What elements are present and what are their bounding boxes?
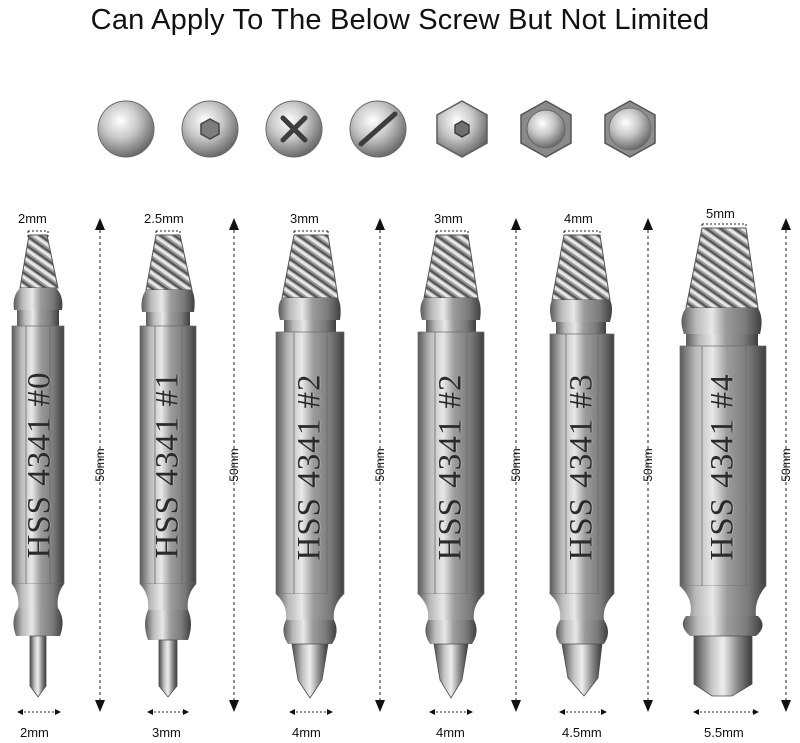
slotted-screw-icon <box>347 98 409 160</box>
round-dome-screw-icon <box>95 98 157 160</box>
extractor-bit: 3mm HSS 4341 #2 50mm 4mm <box>410 200 530 743</box>
bit-engraving: HSS 4341 #3 <box>563 373 600 561</box>
extractor-bit: 4mm HSS 4341 #3 50mm 4.5mm <box>544 200 664 743</box>
extractor-bit: 2mm HSS 4341 #0 50mm 2mm <box>0 200 120 743</box>
length-label: 50mm <box>93 448 107 482</box>
shank-size-label: 2mm <box>20 725 49 740</box>
bit-engraving: HSS 4341 #1 <box>149 371 186 559</box>
bit-engraving: HSS 4341 #4 <box>704 373 741 561</box>
tip-size-label: 5mm <box>706 206 735 221</box>
tip-size-label: 3mm <box>434 211 463 226</box>
hex-bolt-flat-top-icon <box>599 98 661 160</box>
length-label: 50mm <box>373 448 387 482</box>
shank-size-label: 4mm <box>436 725 465 740</box>
tip-size-label: 2mm <box>18 211 47 226</box>
phillips-screw-icon <box>263 98 325 160</box>
shank-size-label: 4.5mm <box>562 725 602 740</box>
length-label: 50mm <box>227 448 241 482</box>
length-label: 50mm <box>641 448 655 482</box>
extractor-bit: 3mm HSS 4341 #2 50mm 4mm <box>272 200 392 743</box>
tip-size-label: 2.5mm <box>144 211 184 226</box>
headline: Can Apply To The Below Screw But Not Lim… <box>90 4 710 36</box>
tip-size-label: 4mm <box>564 211 593 226</box>
shank-size-label: 3mm <box>152 725 181 740</box>
extractor-bit-set: 2mm HSS 4341 #0 50mm 2mm 2.5mm HSS 43 <box>0 200 800 743</box>
extractor-bit: 5mm HSS 4341 #4 50mm 5.5mm <box>676 200 796 743</box>
shank-size-label: 5.5mm <box>704 725 744 740</box>
hex-socket-screw-icon <box>179 98 241 160</box>
length-label: 50mm <box>779 448 793 482</box>
shank-size-label: 4mm <box>292 725 321 740</box>
bit-engraving: HSS 4341 #2 <box>432 373 469 561</box>
length-label: 50mm <box>509 448 523 482</box>
hex-head-socket-screw-icon <box>431 98 493 160</box>
hex-bolt-round-top-icon <box>515 98 577 160</box>
bit-engraving: HSS 4341 #2 <box>291 373 328 561</box>
extractor-bit: 2.5mm HSS 4341 #1 50mm 3mm <box>134 200 254 743</box>
screw-type-row <box>95 98 665 160</box>
tip-size-label: 3mm <box>290 211 319 226</box>
bit-engraving: HSS 4341 #0 <box>21 371 58 559</box>
